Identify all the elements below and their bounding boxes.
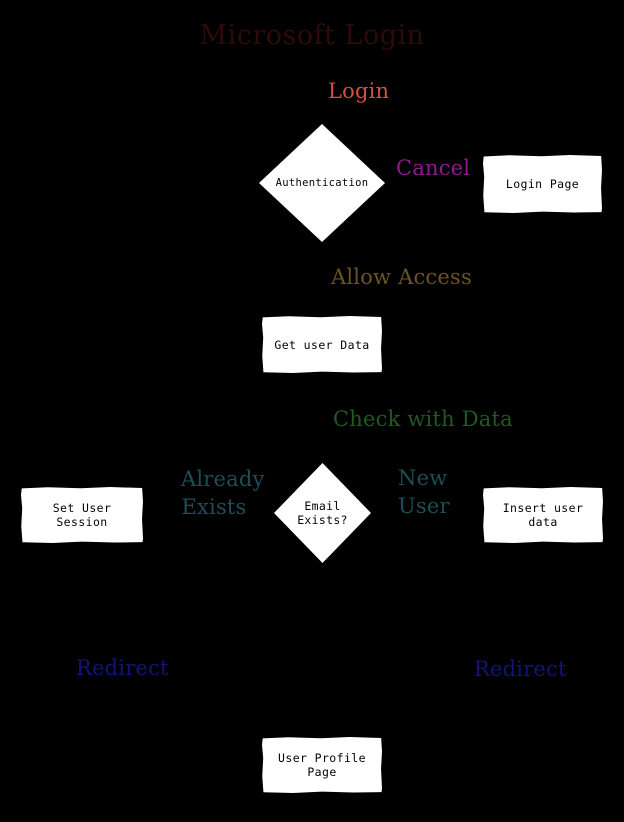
edge-label-redirect-left: Redirect bbox=[76, 656, 169, 680]
node-set-user-session-label: Set User Session bbox=[52, 501, 112, 529]
node-login-page[interactable]: Login Page bbox=[483, 155, 602, 213]
node-set-user-session[interactable]: Set User Session bbox=[21, 487, 143, 543]
node-insert-user-data-label: Insert user data bbox=[502, 501, 584, 529]
node-email-exists-label: Email Exists? bbox=[297, 498, 348, 527]
node-get-user-data[interactable]: Get user Data bbox=[262, 316, 382, 373]
node-insert-user-data[interactable]: Insert user data bbox=[483, 487, 603, 543]
edge-label-check-with-data: Check with Data bbox=[333, 407, 513, 431]
page-title: Microsoft Login bbox=[199, 20, 425, 51]
node-authentication[interactable]: Authentication bbox=[259, 124, 385, 242]
edge-label-already-exists: Already Exists bbox=[181, 467, 265, 519]
edge-label-new-user: New User bbox=[398, 466, 450, 518]
edge-label-allow-access: Allow Access bbox=[331, 265, 472, 289]
node-user-profile-page-label: User Profile Page bbox=[278, 751, 366, 779]
node-authentication-label: Authentication bbox=[275, 177, 369, 190]
edge-label-redirect-right: Redirect bbox=[474, 657, 567, 681]
node-login-page-label: Login Page bbox=[505, 177, 580, 191]
edge-label-cancel: Cancel bbox=[396, 156, 471, 180]
edge-label-login: Login bbox=[328, 79, 390, 103]
node-user-profile-page[interactable]: User Profile Page bbox=[262, 737, 382, 793]
node-get-user-data-label: Get user Data bbox=[274, 337, 370, 352]
node-email-exists[interactable]: Email Exists? bbox=[274, 463, 371, 563]
